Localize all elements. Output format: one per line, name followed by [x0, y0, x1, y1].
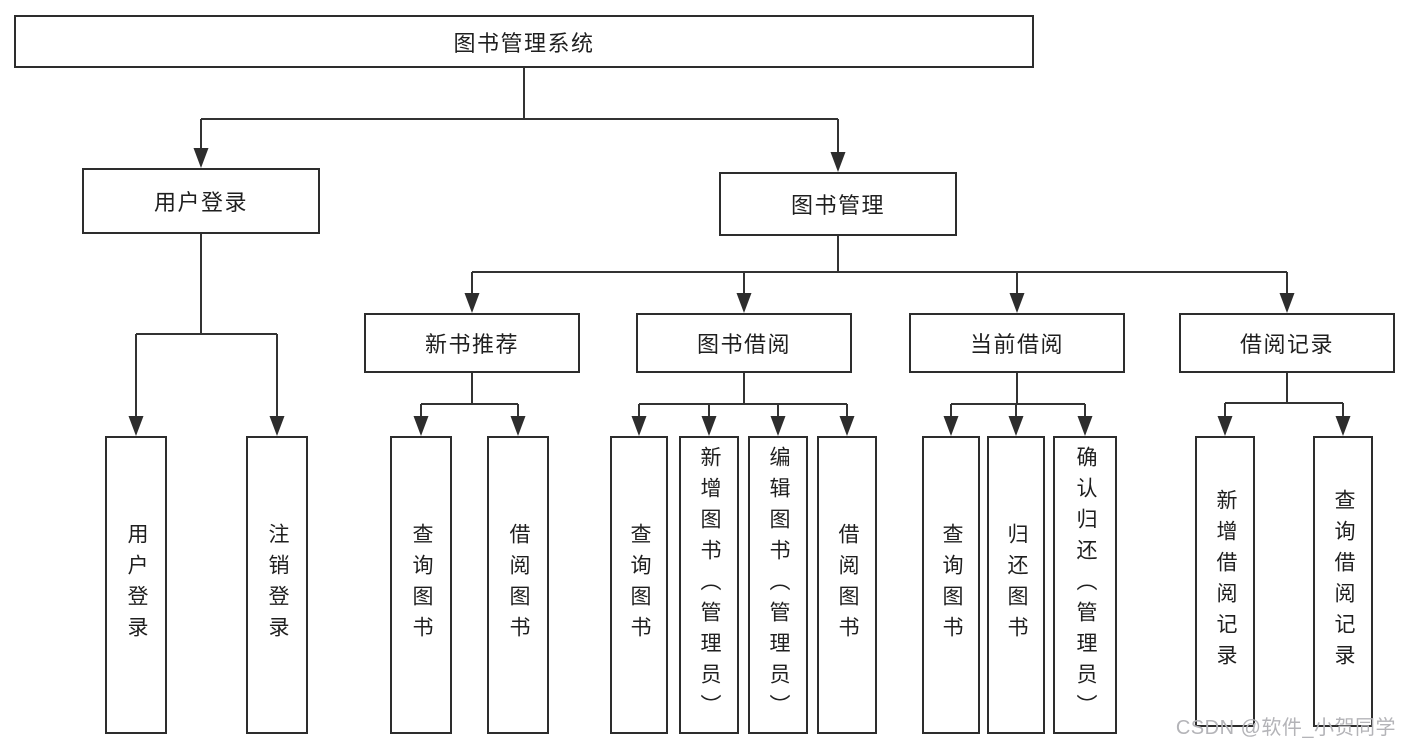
leaf-records-query-record-label: 查询借阅记录: [1332, 488, 1356, 675]
node-current-borrow-label: 当前借阅: [969, 332, 1064, 357]
leaf-borrow-borrow-books-label: 借阅图书: [836, 523, 860, 647]
node-user-login: 用户登录: [82, 168, 320, 234]
leaf-borrow-add-books-admin-label: 新增图书（管理员）: [698, 445, 722, 725]
leaf-logout-label: 注销登录: [266, 523, 290, 647]
leaf-current-query-books: 查询图书: [922, 436, 980, 734]
node-book-management: 图书管理: [719, 172, 957, 236]
leaf-newbooks-borrow-books: 借阅图书: [487, 436, 549, 734]
connector-path: [135, 68, 1344, 416]
node-book-borrow: 图书借阅: [636, 313, 852, 373]
leaf-records-add-record: 新增借阅记录: [1195, 436, 1255, 727]
node-root: 图书管理系统: [14, 15, 1034, 68]
leaf-current-query-books-label: 查询图书: [940, 523, 964, 647]
leaf-records-add-record-label: 新增借阅记录: [1214, 488, 1238, 675]
leaf-current-return-books-label: 归还图书: [1005, 523, 1029, 647]
leaf-borrow-borrow-books: 借阅图书: [817, 436, 877, 734]
node-root-label: 图书管理系统: [453, 30, 595, 56]
leaf-records-query-record: 查询借阅记录: [1313, 436, 1373, 727]
leaf-current-return-books: 归还图书: [987, 436, 1045, 734]
node-user-login-label: 用户登录: [153, 190, 248, 215]
leaf-borrow-query-books-label: 查询图书: [628, 523, 652, 647]
node-book-management-label: 图书管理: [790, 193, 885, 218]
leaf-borrow-query-books: 查询图书: [610, 436, 668, 734]
node-current-borrow: 当前借阅: [909, 313, 1125, 373]
leaf-borrow-edit-books-admin: 编辑图书（管理员）: [748, 436, 808, 734]
leaf-borrow-edit-books-admin-label: 编辑图书（管理员）: [767, 445, 791, 725]
leaf-user-login-label: 用户登录: [125, 523, 149, 647]
node-book-borrow-label: 图书借阅: [696, 332, 791, 357]
node-borrow-records-label: 借阅记录: [1239, 332, 1334, 357]
leaf-borrow-add-books-admin: 新增图书（管理员）: [679, 436, 739, 734]
leaf-current-confirm-return-admin-label: 确认归还（管理员）: [1074, 445, 1098, 725]
watermark: CSDN @软件_小贺同学: [1175, 717, 1396, 739]
leaf-user-login: 用户登录: [105, 436, 167, 734]
leaf-newbooks-borrow-books-label: 借阅图书: [507, 523, 531, 647]
leaf-newbooks-query-books-label: 查询图书: [410, 523, 434, 647]
node-borrow-records: 借阅记录: [1179, 313, 1395, 373]
leaf-newbooks-query-books: 查询图书: [390, 436, 452, 734]
leaf-logout: 注销登录: [246, 436, 308, 734]
node-new-book-recommend: 新书推荐: [364, 313, 580, 373]
leaf-current-confirm-return-admin: 确认归还（管理员）: [1053, 436, 1117, 734]
node-new-book-recommend-label: 新书推荐: [424, 332, 519, 357]
